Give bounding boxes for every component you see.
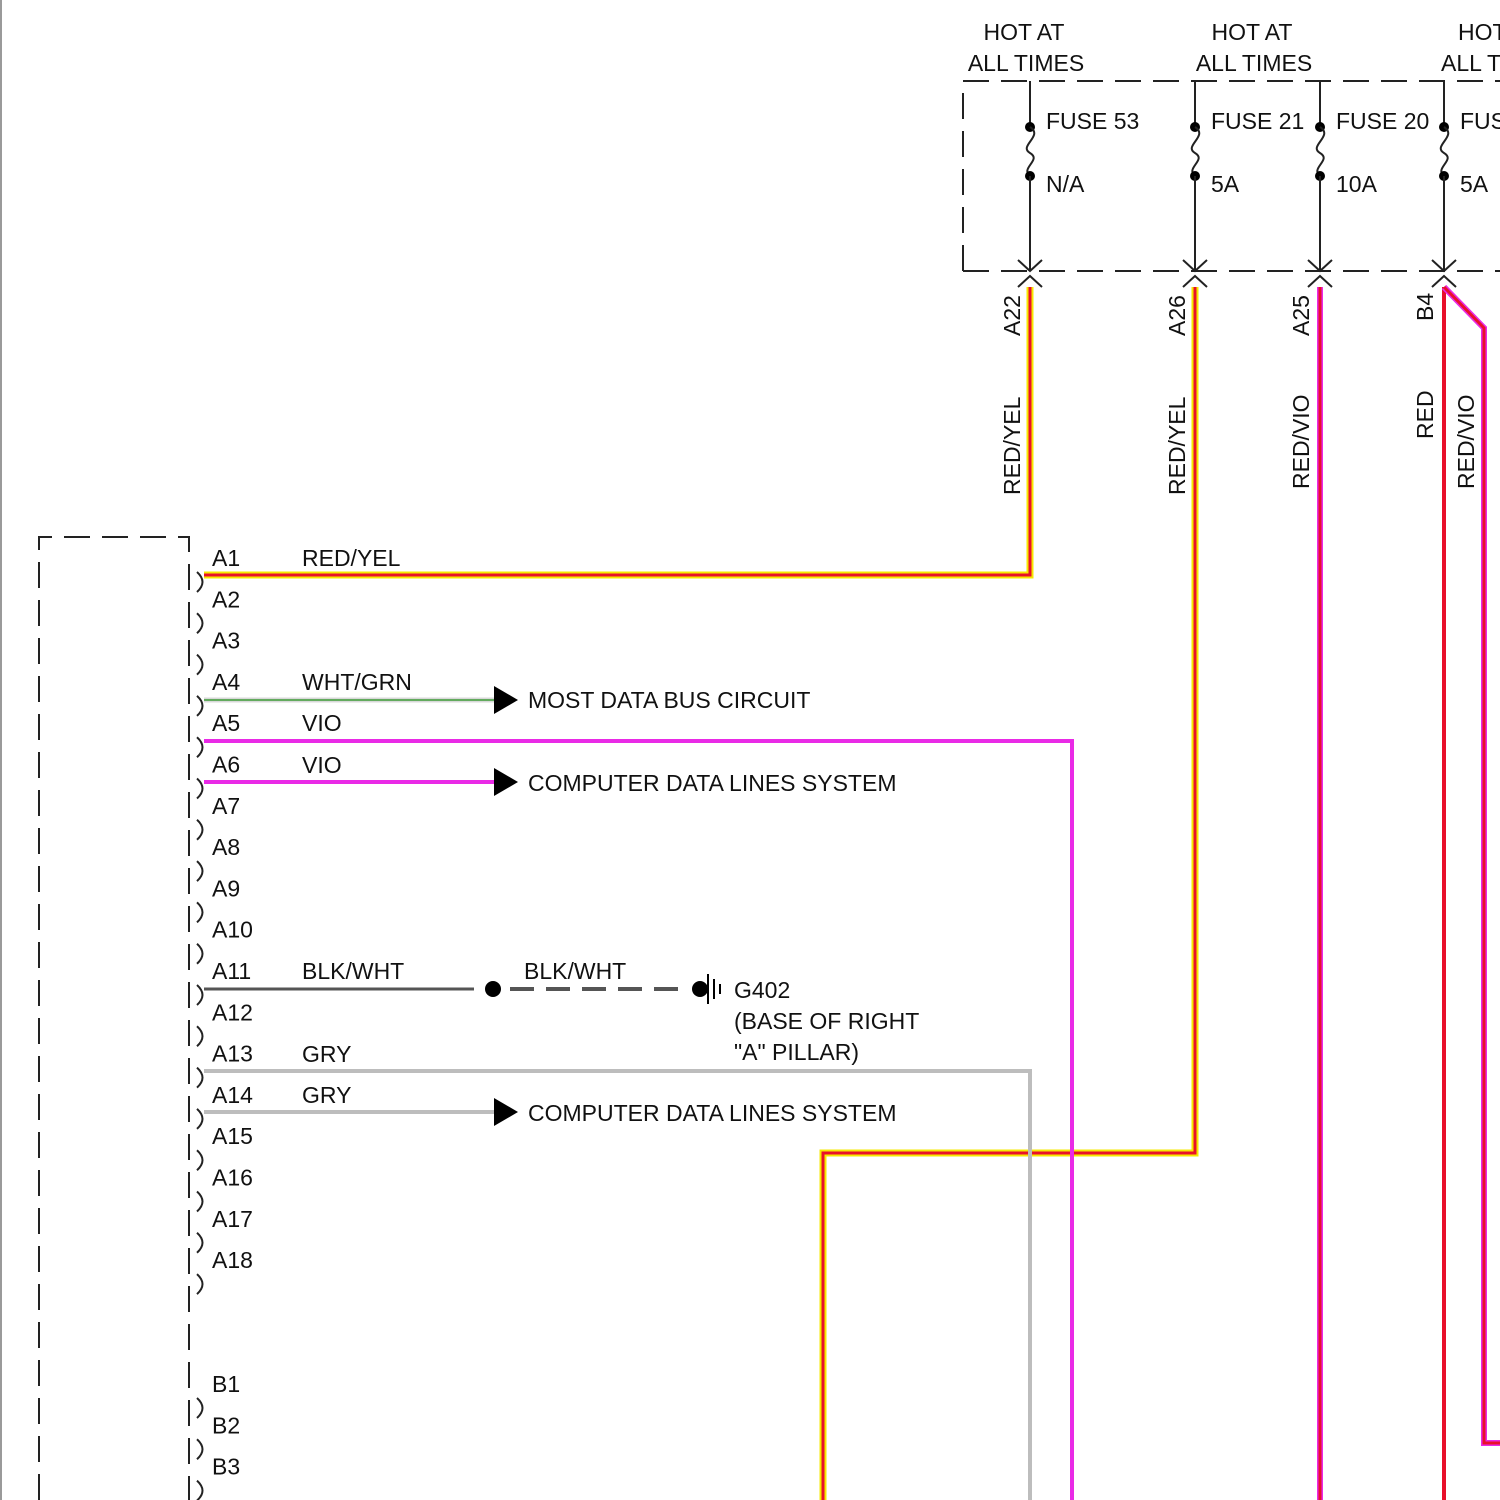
fuse-box: HOT AT ALL TIMES HOT AT ALL TIMES HOT AL… <box>963 19 1500 495</box>
pin-label-b1: B1 <box>212 1371 240 1397</box>
wire-label-a25: RED/VIO <box>1288 394 1314 489</box>
destination-computer-data-lines-2: COMPUTER DATA LINES SYSTEM <box>528 1100 896 1126</box>
pin-label-b4: B4 <box>212 1495 240 1500</box>
wire-label-b4: RED <box>1412 390 1438 439</box>
pin-label-a2: A2 <box>212 586 240 612</box>
fuse-21-name: FUSE 21 <box>1211 108 1304 134</box>
wire-a13-gry <box>204 1071 1030 1500</box>
connector-pins: A1A2A3A4A5A6A7A8A9A10A11A12A13A14A15A16A… <box>197 545 253 1500</box>
wire-a1-red-yel <box>204 287 1030 575</box>
pin-label-a13: A13 <box>212 1041 253 1067</box>
wire-label-a14: GRY <box>302 1082 351 1108</box>
arrow-right-icon <box>494 768 518 796</box>
pin-label-a25: A25 <box>1288 295 1314 336</box>
fuse-4-name: FUS <box>1460 108 1500 134</box>
wire-label-a6: VIO <box>302 752 342 778</box>
wire-label-b4-2: RED/VIO <box>1453 394 1479 489</box>
pin-terminal <box>197 1150 203 1170</box>
pin-terminal <box>197 861 203 881</box>
pin-label-b2: B2 <box>212 1412 240 1438</box>
pin-label-a10: A10 <box>212 917 253 943</box>
pin-label-a4: A4 <box>212 669 240 695</box>
arrow-right-icon <box>494 686 518 714</box>
pin-label-a11: A11 <box>212 958 251 984</box>
pin-label-a15: A15 <box>212 1123 253 1149</box>
module-outline <box>39 537 189 1500</box>
ground-icon <box>708 974 720 1004</box>
pin-label-a26: A26 <box>1164 295 1190 336</box>
pin-label-b3: B3 <box>212 1454 240 1480</box>
pin-terminal <box>197 737 203 757</box>
pin-label-a22: A22 <box>999 295 1025 336</box>
pin-terminal <box>197 1109 203 1129</box>
destination-computer-data-lines-1: COMPUTER DATA LINES SYSTEM <box>528 770 896 796</box>
pin-terminal <box>197 1026 203 1046</box>
pin-label-a18: A18 <box>212 1247 253 1273</box>
wire-label-a13: GRY <box>302 1041 351 1067</box>
ground-location-line1: (BASE OF RIGHT <box>734 1008 919 1034</box>
fuse-21-rating: 5A <box>1211 171 1240 197</box>
pin-terminal <box>197 572 203 592</box>
pin-terminal <box>197 779 203 799</box>
pin-terminal <box>197 1274 203 1294</box>
fuse-21: FUSE 21 5A <box>1183 81 1304 287</box>
pin-terminal <box>197 985 203 1005</box>
pin-terminal <box>197 820 203 840</box>
pin-label-a14: A14 <box>212 1082 253 1108</box>
pin-label-a7: A7 <box>212 793 240 819</box>
fuse-4: FUS 5A <box>1432 81 1500 287</box>
pin-terminal <box>197 1439 203 1459</box>
hot-label-1-line1: HOT AT <box>984 19 1065 45</box>
pin-terminal <box>197 1233 203 1253</box>
fuse-20: FUSE 20 10A <box>1308 81 1429 287</box>
wire-label-a26: RED/YEL <box>1164 396 1190 495</box>
wire-label-a11-ground: BLK/WHT <box>524 958 626 984</box>
wire-label-a5: VIO <box>302 710 342 736</box>
pin-terminal <box>197 655 203 675</box>
pin-label-a17: A17 <box>212 1206 253 1232</box>
pin-terminal <box>197 696 203 716</box>
pin-label-a8: A8 <box>212 834 240 860</box>
pin-label-a1: A1 <box>212 545 240 571</box>
hot-label-2-line1: HOT AT <box>1212 19 1293 45</box>
ground-dot <box>692 981 708 997</box>
wire-label-a1: RED/YEL <box>302 545 401 571</box>
hot-label-2-line2: ALL TIMES <box>1196 50 1312 76</box>
hot-label-3-line2: ALL T <box>1441 50 1500 76</box>
pin-label-a16: A16 <box>212 1165 253 1191</box>
pin-terminal <box>197 1192 203 1212</box>
pin-terminal <box>197 902 203 922</box>
destination-most-data-bus: MOST DATA BUS CIRCUIT <box>528 687 810 713</box>
wire-label-a22: RED/YEL <box>999 396 1025 495</box>
ground-id: G402 <box>734 977 790 1003</box>
pin-label-a3: A3 <box>212 628 240 654</box>
pin-label-a9: A9 <box>212 875 240 901</box>
fuse-53-name: FUSE 53 <box>1046 108 1139 134</box>
pin-terminal <box>197 944 203 964</box>
pin-label-b4: B4 <box>1412 293 1438 321</box>
fuse-20-rating: 10A <box>1336 171 1378 197</box>
fuse-20-name: FUSE 20 <box>1336 108 1429 134</box>
arrow-right-icon <box>494 1098 518 1126</box>
wire-label-a11: BLK/WHT <box>302 958 404 984</box>
pin-terminal <box>197 1398 203 1418</box>
splice-dot <box>485 981 501 997</box>
fuse-4-rating: 5A <box>1460 171 1489 197</box>
hot-label-1-line2: ALL TIMES <box>968 50 1084 76</box>
fuse-53: FUSE 53 N/A <box>1018 81 1139 287</box>
pin-terminal <box>197 1481 203 1500</box>
pin-terminal <box>197 613 203 633</box>
fuse-53-rating: N/A <box>1046 171 1085 197</box>
pin-label-a6: A6 <box>212 752 240 778</box>
pin-label-a12: A12 <box>212 999 253 1025</box>
wire-label-a4: WHT/GRN <box>302 669 412 695</box>
pin-label-a5: A5 <box>212 710 240 736</box>
pin-terminal <box>197 1068 203 1088</box>
ground-location-line2: "A" PILLAR) <box>734 1039 859 1065</box>
hot-label-3-line1: HOT <box>1458 19 1500 45</box>
module-box: A1A2A3A4A5A6A7A8A9A10A11A12A13A14A15A16A… <box>39 537 253 1500</box>
